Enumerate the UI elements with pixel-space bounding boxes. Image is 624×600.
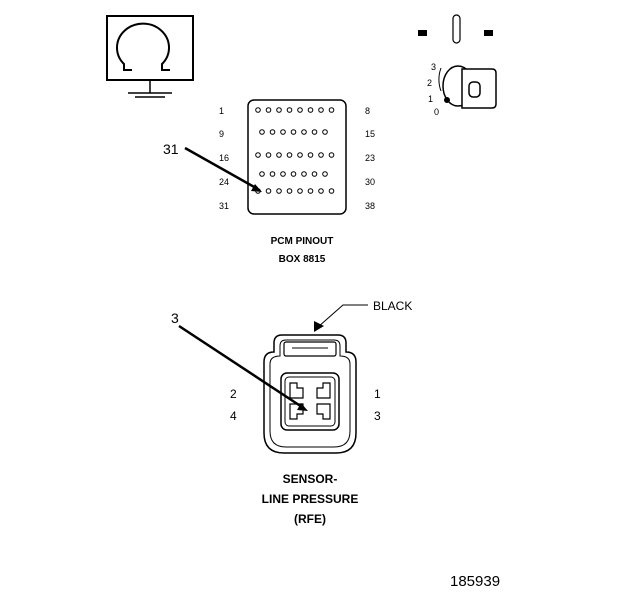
pcm-pin-hole bbox=[286, 107, 293, 113]
pcm-pin-hole bbox=[265, 188, 272, 194]
pcm-pin-label-38: 38 bbox=[365, 201, 375, 211]
pcm-pin-label-24: 24 bbox=[219, 177, 229, 187]
pcm-pin-hole bbox=[280, 129, 286, 135]
pcm-callout: 31 bbox=[163, 141, 262, 192]
sensor-callout-number: 3 bbox=[171, 310, 179, 326]
pcm-pin-hole bbox=[280, 171, 286, 177]
pcm-pin-hole bbox=[265, 152, 272, 158]
pcm-pin-label-15: 15 bbox=[365, 129, 375, 139]
pcm-pin-hole bbox=[255, 107, 261, 113]
pcm-pin-hole bbox=[297, 107, 303, 113]
wire-color-label: BLACK bbox=[373, 299, 412, 313]
pcm-pin-grid bbox=[255, 107, 335, 194]
ohm-meter-icon bbox=[106, 15, 194, 98]
pcm-connector bbox=[247, 99, 347, 215]
pcm-pin-hole bbox=[307, 152, 314, 158]
pcm-pin-hole bbox=[307, 107, 314, 113]
pcm-pin-hole bbox=[255, 152, 261, 158]
pcm-pin-hole bbox=[328, 152, 335, 158]
pcm-pin-hole bbox=[265, 107, 272, 113]
pcm-pin-hole bbox=[301, 171, 307, 177]
sensor-pin-label-4: 4 bbox=[230, 409, 237, 423]
pcm-pin-label-8: 8 bbox=[365, 106, 370, 116]
pcm-pin-hole bbox=[276, 152, 282, 158]
pcm-pin-label-23: 23 bbox=[365, 153, 375, 163]
pcm-pin-label-1: 1 bbox=[219, 106, 224, 116]
sensor-connector bbox=[263, 334, 357, 454]
pcm-pin-hole bbox=[259, 129, 265, 135]
ignition-position-3: 3 bbox=[431, 62, 436, 72]
pcm-pin-label-16: 16 bbox=[219, 153, 229, 163]
pcm-pin-hole bbox=[276, 188, 282, 194]
pcm-caption-line2: BOX 8815 bbox=[279, 254, 326, 265]
pcm-pin-hole bbox=[301, 129, 307, 135]
pcm-pin-hole bbox=[322, 129, 328, 135]
sensor-pin-label-1: 1 bbox=[374, 387, 381, 401]
wire-color-callout: BLACK bbox=[314, 299, 412, 332]
pcm-pin-hole bbox=[290, 129, 297, 135]
sensor-pin-label-2: 2 bbox=[230, 387, 237, 401]
pcm-pin-hole bbox=[318, 152, 324, 158]
pcm-pin-hole bbox=[311, 171, 318, 177]
ignition-position-1: 1 bbox=[428, 94, 433, 104]
ignition-key-icon: 3 2 1 0 bbox=[418, 14, 497, 117]
pcm-pin-hole bbox=[276, 107, 282, 113]
pcm-pin-labels: 1 9 16 24 31 8 15 23 30 38 bbox=[219, 106, 375, 211]
ignition-position-2: 2 bbox=[427, 78, 432, 88]
pcm-pin-hole bbox=[322, 171, 328, 177]
sensor-caption-line1: SENSOR- bbox=[283, 472, 338, 486]
pcm-pin-hole bbox=[259, 171, 265, 177]
pcm-pin-hole bbox=[269, 129, 276, 135]
sensor-caption-line2: LINE PRESSURE bbox=[262, 492, 359, 506]
pcm-pin-hole bbox=[311, 129, 318, 135]
pcm-pin-hole bbox=[328, 107, 335, 113]
sensor-caption-line3: (RFE) bbox=[294, 512, 326, 526]
pcm-pin-hole bbox=[290, 171, 297, 177]
pcm-pin-label-9: 9 bbox=[219, 129, 224, 139]
pcm-pin-hole bbox=[318, 188, 324, 194]
pcm-callout-number: 31 bbox=[163, 141, 179, 157]
pcm-pin-hole bbox=[307, 188, 314, 194]
pcm-pin-hole bbox=[286, 152, 293, 158]
ignition-position-0: 0 bbox=[434, 107, 439, 117]
pcm-pin-hole bbox=[297, 188, 303, 194]
pcm-pin-hole bbox=[286, 188, 293, 194]
pcm-pin-hole bbox=[328, 188, 335, 194]
pcm-pin-hole bbox=[269, 171, 276, 177]
pcm-pin-label-31: 31 bbox=[219, 201, 229, 211]
figure-number: 185939 bbox=[450, 573, 500, 590]
pcm-pin-label-30: 30 bbox=[365, 177, 375, 187]
sensor-pin-label-3: 3 bbox=[374, 409, 381, 423]
pcm-pin-hole bbox=[297, 152, 303, 158]
sensor-callout: 3 bbox=[171, 310, 308, 411]
pcm-pin-hole bbox=[318, 107, 324, 113]
pcm-caption-line1: PCM PINOUT bbox=[271, 236, 334, 247]
